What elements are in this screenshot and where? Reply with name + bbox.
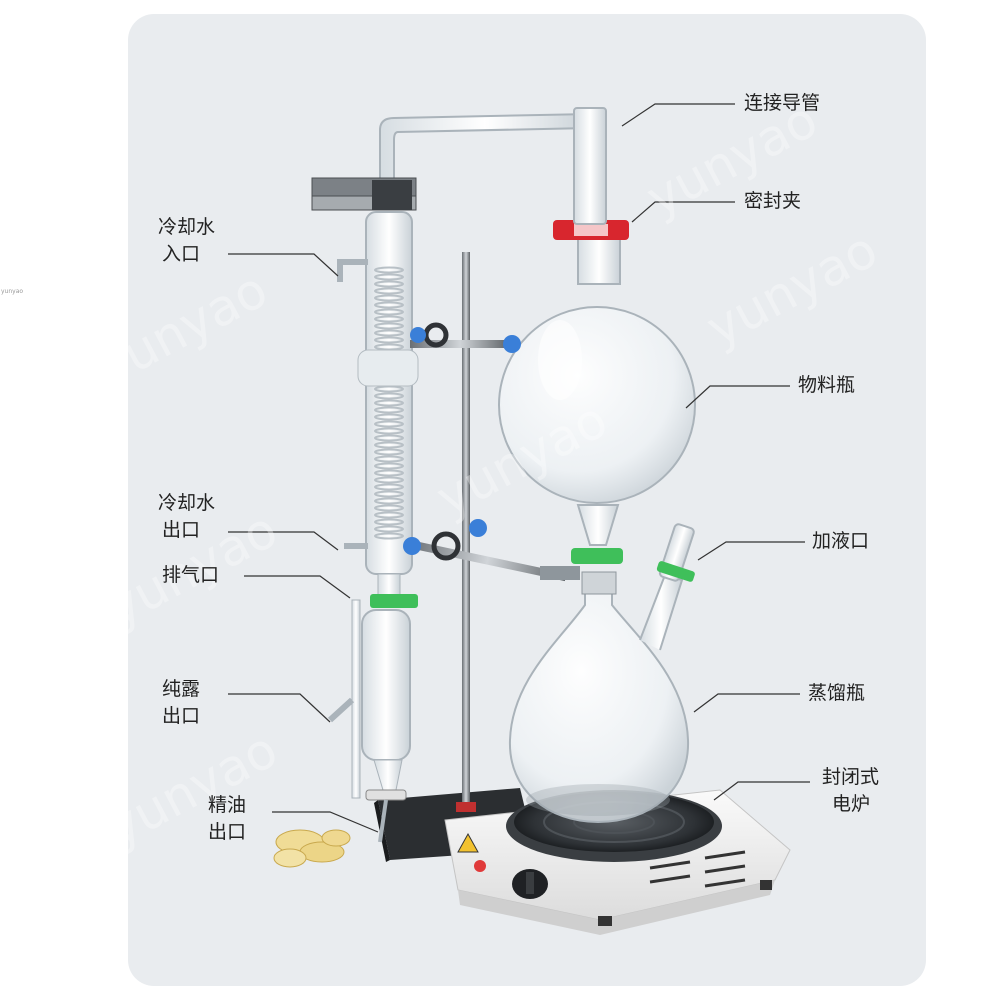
- label-sealed-hotplate: 封闭式 电炉: [822, 764, 879, 818]
- condenser-coil-turn: [374, 301, 404, 309]
- clamp-knob-icon: [410, 327, 426, 343]
- condenser-coil-turn: [374, 315, 404, 323]
- condenser-coil-turn: [374, 483, 404, 491]
- top-clamp: [311, 177, 417, 211]
- stand-rod-collar: [456, 802, 476, 812]
- label-line: 冷却水: [158, 216, 216, 238]
- condenser-coil-turn: [374, 406, 404, 414]
- stand-rod: [462, 252, 470, 808]
- condenser-coil-turn: [374, 287, 404, 295]
- label-line: 电炉: [832, 793, 871, 815]
- stopcock-icon: [365, 789, 407, 801]
- condenser-coil-turn: [374, 476, 404, 484]
- stand-clamp-upper: [357, 322, 521, 387]
- condenser-coil-turn: [374, 504, 404, 512]
- condenser-coil-turn: [374, 280, 404, 288]
- label-material-flask: 物料瓶: [798, 374, 856, 396]
- leader-vent: [244, 575, 351, 599]
- label-line: 出口: [162, 705, 201, 727]
- connecting-tube: [379, 107, 607, 225]
- label-line: 封闭式: [822, 766, 880, 788]
- leader-cooling-water-outlet: [228, 531, 339, 551]
- condenser-coil-turn: [374, 273, 404, 281]
- condenser-coil-turn: [374, 322, 404, 330]
- condenser-coil-turn: [374, 336, 404, 344]
- leader-connecting-tube: [621, 103, 735, 127]
- label-cooling-water-inlet: 冷却水 入口: [158, 214, 215, 268]
- leader-material-flask: [685, 385, 790, 409]
- label-distillation-flask: 蒸馏瓶: [808, 682, 866, 704]
- green-clamp-middle: [571, 548, 623, 564]
- label-connecting-tube: 连接导管: [744, 92, 821, 114]
- label-line: 入口: [162, 243, 201, 265]
- green-clamp-side: [656, 561, 695, 582]
- label-line: 精油: [208, 794, 247, 816]
- label-hydrosol-outlet: 纯露 出口: [162, 676, 200, 730]
- leader-seal-clamp: [631, 201, 735, 223]
- label-cooling-water-outlet: 冷却水 出口: [158, 490, 215, 544]
- condenser-coil-turn: [374, 448, 404, 456]
- essential-oil-sample: [273, 829, 351, 868]
- label-essential-oil-outlet: 精油 出口: [208, 792, 246, 846]
- leader-hydrosol-outlet: [228, 693, 331, 723]
- label-line: 冷却水: [158, 492, 216, 514]
- condenser-coil-turn: [374, 413, 404, 421]
- label-vent: 排气口: [162, 564, 220, 586]
- condenser-coil-turn: [374, 469, 404, 477]
- condenser-coil-turn: [374, 329, 404, 337]
- condenser-coil-turn: [374, 392, 404, 400]
- leader-cooling-water-inlet: [228, 253, 339, 277]
- stand-clamp-lower: [403, 519, 580, 582]
- condenser-coil-turn: [374, 518, 404, 526]
- condenser-coil-turn: [374, 525, 404, 533]
- label-seal-clamp: 密封夹: [744, 190, 802, 212]
- leader-distillation-flask: [693, 693, 800, 713]
- material-flask: [498, 220, 696, 564]
- condenser-coil-turn: [374, 532, 404, 540]
- condenser-coil-turn: [374, 490, 404, 498]
- oil-water-separator: [327, 599, 411, 843]
- condenser-coil-turn: [374, 434, 404, 442]
- condenser-coil-turn: [374, 462, 404, 470]
- condenser-coil-turn: [374, 455, 404, 463]
- clamp-knob-icon: [403, 537, 421, 555]
- condenser-coil-turn: [374, 497, 404, 505]
- condenser-coil-turn: [374, 511, 404, 519]
- label-line: 纯露: [162, 678, 201, 700]
- leader-essential-oil-outlet: [272, 811, 379, 833]
- leader-liquid-inlet: [697, 541, 805, 561]
- condenser-coil-turn: [374, 294, 404, 302]
- condenser-coil-turn: [374, 427, 404, 435]
- clamp-knob-icon: [503, 335, 521, 353]
- label-liquid-inlet: 加液口: [812, 530, 870, 552]
- condenser-coil-turn: [374, 308, 404, 316]
- corner-watermark: yunyao: [1, 288, 24, 295]
- label-line: 出口: [162, 519, 201, 541]
- condenser-coil-turn: [374, 399, 404, 407]
- leader-lines: [228, 103, 810, 833]
- label-line: 出口: [208, 821, 247, 843]
- clamp-knob-icon: [469, 519, 487, 537]
- leader-sealed-hotplate: [713, 781, 810, 801]
- condenser-coil-turn: [374, 420, 404, 428]
- green-clamp-top: [370, 594, 418, 608]
- distillation-flask: [508, 523, 695, 824]
- warning-icon: [457, 832, 479, 853]
- hotplate: [444, 789, 791, 935]
- condenser-coil-turn: [374, 441, 404, 449]
- condenser-coil-turn: [374, 266, 404, 274]
- power-indicator-icon: [474, 860, 486, 872]
